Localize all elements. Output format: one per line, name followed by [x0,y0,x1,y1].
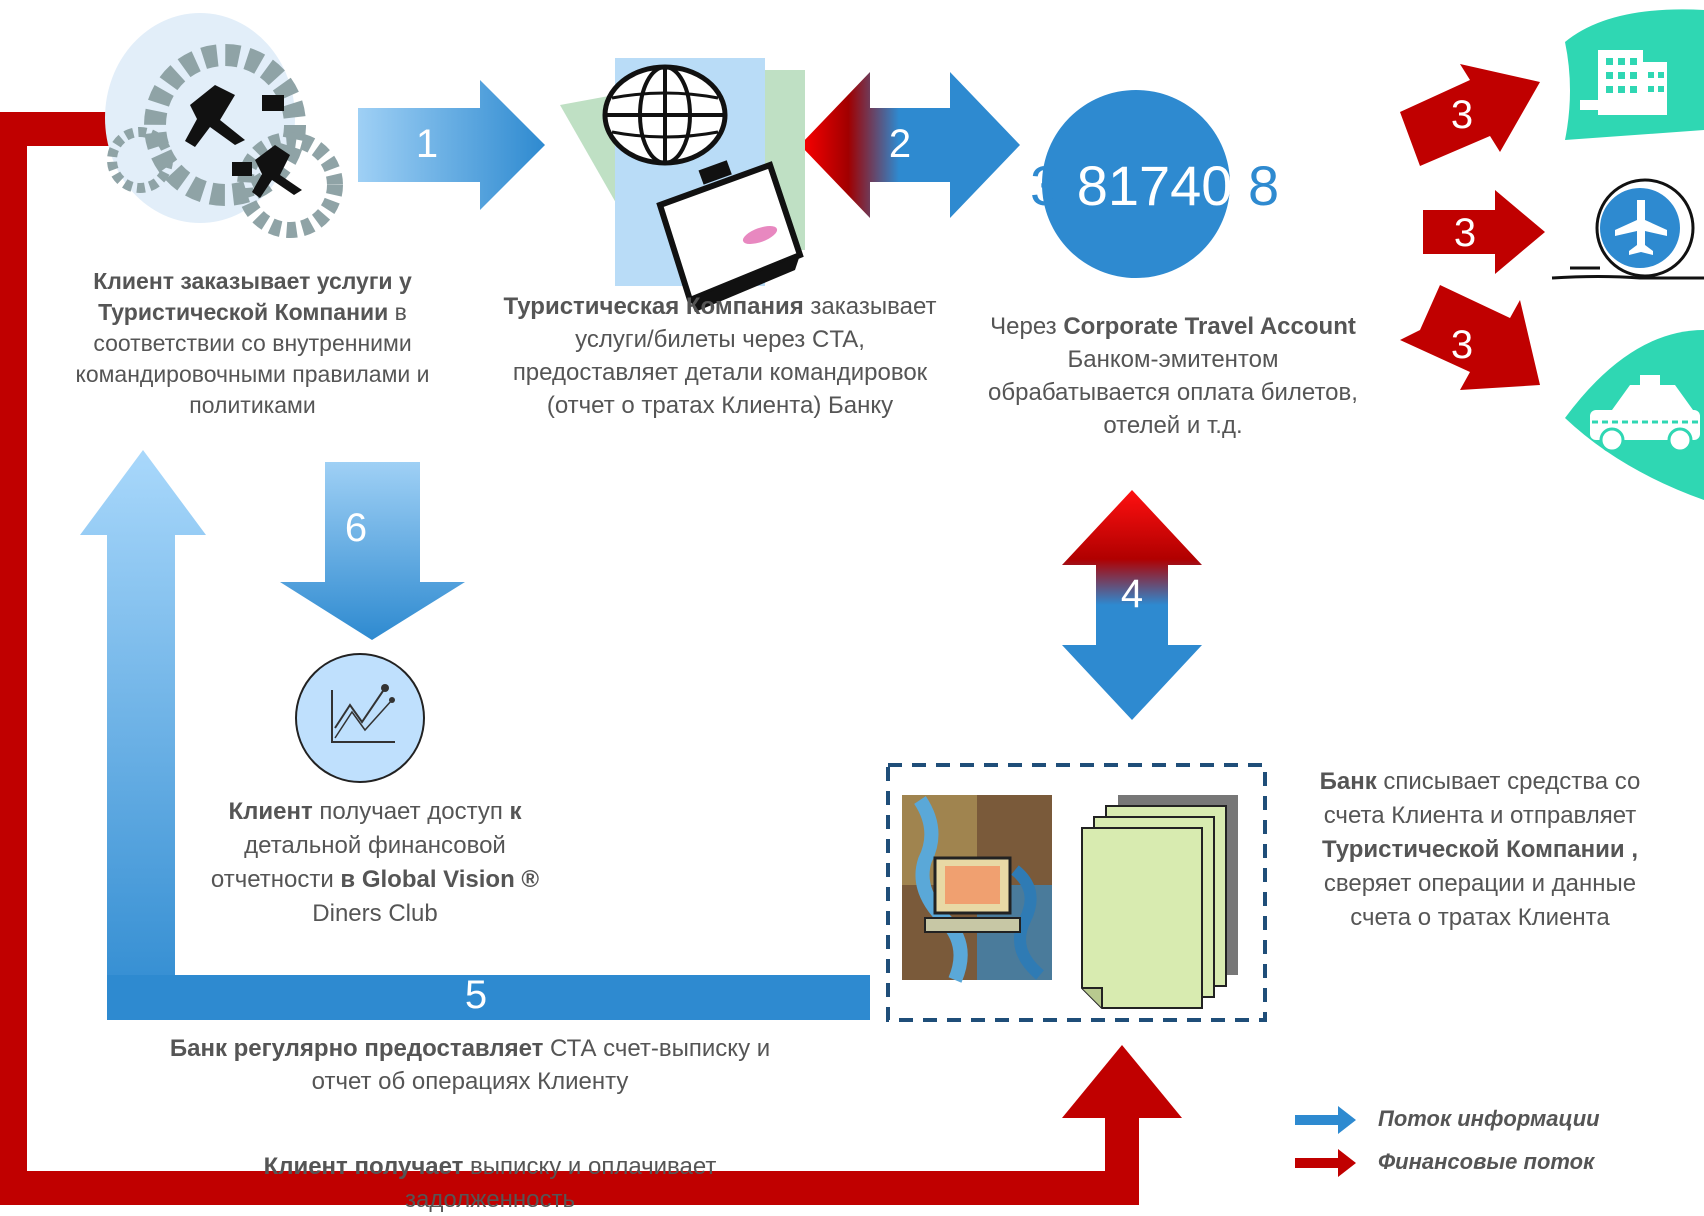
bank-debit-bold1: Банк [1319,768,1377,795]
step-6-label: 6 [344,506,368,550]
client-order-rest: в соответствии со внутренними командиров… [75,299,430,418]
arrow-2 [800,72,1020,218]
global-vision-bold3: в Global Vision ® [340,866,540,893]
cta-pre: Через [990,313,1064,340]
arrow-1 [358,80,545,210]
global-vision-bold1: Клиент [228,798,313,825]
finance-loop-arrowhead [1062,1045,1182,1118]
bank-circle [1042,90,1230,278]
payment-text: Клиент получает выписку и оплачивает зад… [190,1150,790,1216]
legend-info-arrow [1295,1106,1356,1134]
info-loop-arrow [80,450,868,1020]
bank-number-middle: 81740 [1076,154,1233,217]
bank-operations-picture [902,795,1052,983]
info-loop-corner [107,975,177,1020]
step-3-hotel-label: 3 [1450,93,1474,137]
arrow-6 [280,462,465,640]
global-vision-rest: Diners Club [312,900,438,927]
global-vision-text: Клиент получает доступ к детальной финан… [195,795,555,931]
legend-info-label: Поток информации [1378,1106,1600,1131]
statement-text: Банк регулярно предоставляет СТА счет-вы… [160,1032,780,1098]
airport-icon [1551,178,1704,280]
arrow-4 [1062,490,1202,720]
travel-agency-text: Туристическая Компания заказывает услуги… [500,290,940,422]
bank-number-right: 8 [1248,154,1280,217]
arrow-3-plane [1423,190,1545,274]
bank-number-left: 3 [1030,154,1062,217]
bank-debit-text: Банк списывает средства со счета Клиента… [1295,765,1665,935]
bank-documents-frame [886,763,1267,1022]
bank-card-number: 3 81740 8 [1030,158,1330,214]
payment-bold: Клиент получает [263,1153,464,1180]
step-3-plane-label: 3 [1453,211,1477,255]
payment-rest: выписку и оплачивает задолженность [405,1153,717,1213]
step-3-taxi-label: 3 [1450,323,1474,367]
step-2-label: 2 [888,122,912,166]
global-vision-bold2: к [509,798,522,825]
travel-agency-rest: заказывает услуги/билеты через CTA, пред… [512,293,937,419]
client-order-text: Клиент заказывает услуги у Туристической… [75,266,430,421]
finance-loop-line [0,112,1139,1205]
statement-bold: Банк регулярно предоставляет [169,1035,544,1062]
step-1-label: 1 [415,122,439,166]
info-loop-bottom-bar [130,975,870,1020]
arrow-3-taxi [1400,285,1540,390]
global-vision-mid1: получает доступ [312,798,510,825]
legend-finance-arrow [1295,1149,1356,1177]
arrow-3-hotel [1400,64,1540,166]
hotel-icon [1565,9,1704,141]
cta-text: Через Corporate Travel Account Банком-эм… [978,310,1368,442]
statement-rest: СТА счет-выписку и отчет об операциях Кл… [311,1035,771,1095]
legend-finance-label: Финансовые поток [1378,1149,1595,1174]
step-5-label: 5 [464,973,488,1017]
client-icon [105,13,343,238]
cta-rest: Банком-эмитентом обрабатывается оплата б… [988,346,1358,439]
bank-debit-bold2: Туристической Компании , [1321,836,1639,863]
bank-debit-mid1: списывает средства со счета Клиента и от… [1323,768,1641,829]
travel-agency-bold: Туристическая Компания [503,293,804,320]
taxi-icon [1565,330,1704,500]
global-vision-mid2: детальной финансовой отчетности [210,832,506,893]
step-4-label: 4 [1120,572,1144,616]
client-order-bold: Клиент заказывает услуги у Туристической… [93,268,412,325]
cta-bold: Corporate Travel Account [1063,313,1356,340]
report-chart-icon [295,653,425,783]
documents-stack-icon [1081,795,1238,1009]
bank-debit-rest: сверяет операции и данные счета о тратах… [1323,870,1637,931]
travel-agency-icon [560,58,805,312]
